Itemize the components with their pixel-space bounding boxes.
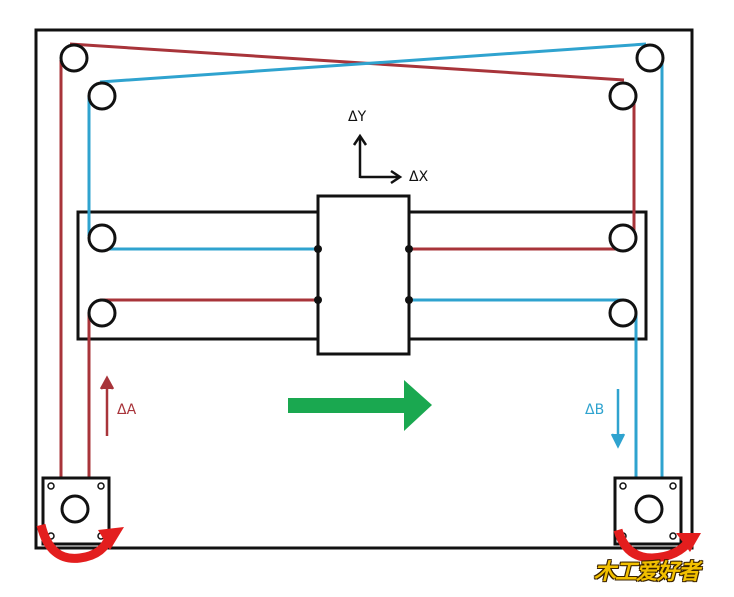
belt-clamp-points <box>314 245 413 304</box>
pulley-top-right-inner <box>608 81 638 111</box>
motor-a <box>41 476 111 546</box>
watermark-logo: 木工爱好者 <box>594 560 700 585</box>
pulley-gantry-left-upper <box>87 223 117 253</box>
delta-b-arrow-icon <box>610 389 626 449</box>
pulley-top-left-outer <box>59 43 89 73</box>
pulley-top-left-inner <box>87 81 117 111</box>
rotation-arrow-icon-right <box>613 528 694 563</box>
outer-frame <box>34 28 694 550</box>
rotation-arrowhead-right <box>676 533 701 552</box>
delta-y-label: ΔY <box>348 109 367 125</box>
motor-b <box>613 476 683 546</box>
pulley-gantry-left-lower <box>87 298 117 328</box>
belt-b <box>87 42 664 505</box>
pulley-gantry-right-upper <box>608 223 638 253</box>
delta-a-arrow-icon <box>99 375 115 436</box>
pulleys <box>59 43 665 328</box>
rotation-arrowhead-left <box>98 527 124 550</box>
carriage <box>316 194 411 356</box>
pulley-top-right-outer <box>635 43 665 73</box>
rotation-arrow-icon-left <box>36 523 115 563</box>
axis-arrows-icon <box>352 133 403 185</box>
delta-b-label: ΔB <box>585 402 604 418</box>
belt-a <box>59 42 636 505</box>
pulley-gantry-right-lower <box>608 298 638 328</box>
delta-x-label: ΔX <box>409 169 429 185</box>
arrow-right-icon <box>288 380 432 431</box>
delta-a-label: ΔA <box>117 402 137 418</box>
